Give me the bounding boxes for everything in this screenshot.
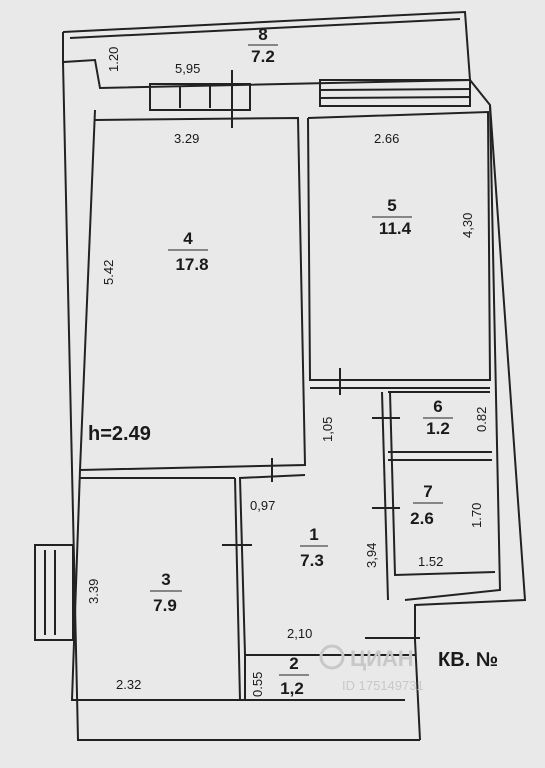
- watermark: ЦИАН ID 175149731: [319, 644, 424, 693]
- dim-hall-4: 2,10: [287, 626, 312, 641]
- apartment-label: КВ. №: [438, 649, 498, 671]
- dim-room7-width: 1.52: [418, 554, 443, 569]
- dim-room7-length: 1.70: [469, 503, 484, 528]
- room-4-area: 17.8: [175, 255, 208, 274]
- room-8-area: 7.2: [251, 47, 275, 66]
- room-labels: 8 7.2 4 17.8 5 11.4 6 1.2 7 2.6 1 7.3 3 …: [150, 25, 453, 698]
- room-3-area: 7.9: [153, 596, 177, 615]
- room-7-area: 2.6: [410, 509, 434, 528]
- room-2-number: 2: [289, 654, 298, 673]
- room-5-number: 5: [387, 196, 396, 215]
- cian-logo-icon: [319, 644, 345, 670]
- room-1-area: 7.3: [300, 551, 324, 570]
- room-5-area: 11.4: [379, 219, 412, 238]
- room-7-number: 7: [423, 482, 432, 501]
- watermark-id: ID 175149731: [342, 678, 424, 693]
- dim-room3-length: 3.39: [86, 579, 101, 604]
- dim-hall-2: 0,97: [250, 498, 275, 513]
- dim-room6: 0.82: [474, 407, 489, 432]
- dim-room3-width: 2.32: [116, 677, 141, 692]
- room-1-number: 1: [309, 525, 318, 544]
- dim-room5-width: 2.66: [374, 131, 399, 146]
- dim-hall-1: 1,05: [320, 417, 335, 442]
- dim-balcony-depth: 1.20: [106, 47, 121, 72]
- dim-room4-width: 3.29: [174, 131, 199, 146]
- dim-room2: 0.55: [250, 672, 265, 697]
- room-4-number: 4: [183, 229, 193, 248]
- room-6-number: 6: [433, 397, 442, 416]
- walls: [34, 10, 527, 741]
- dim-room5-length: 4,30: [460, 213, 475, 238]
- dim-balcony-length: 5,95: [175, 61, 200, 76]
- room-6-area: 1.2: [426, 419, 450, 438]
- room-3-number: 3: [161, 570, 170, 589]
- dim-room4-length: 5.42: [101, 260, 116, 285]
- room-8-number: 8: [258, 25, 267, 44]
- dim-hall-3: 3,94: [364, 543, 379, 568]
- room-2-area: 1,2: [280, 679, 304, 698]
- dimension-labels: 1.20 5,95 3.29 5.42 2.66 4,30 1,05 0.82 …: [86, 47, 489, 697]
- ceiling-height: h=2.49: [88, 423, 151, 445]
- watermark-brand: ЦИАН: [350, 646, 414, 671]
